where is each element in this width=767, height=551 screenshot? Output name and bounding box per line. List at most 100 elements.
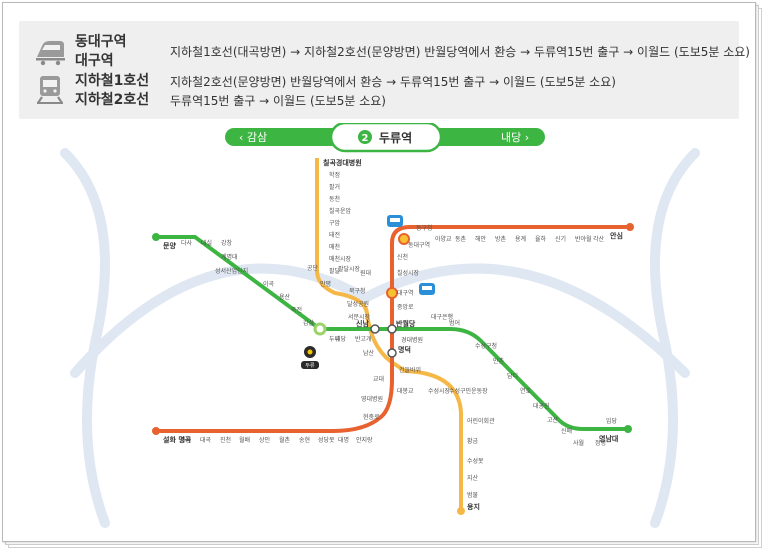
station-label: 수성못 — [467, 457, 484, 465]
station-label: 월배 — [239, 436, 250, 444]
station-label: 남산 — [363, 349, 375, 357]
station-label: 황금 — [467, 437, 479, 445]
station-label: 현충로 — [363, 413, 380, 421]
station-label: 성서산업단지 — [215, 267, 248, 275]
transfer-myeongdeok-marker[interactable] — [387, 348, 397, 358]
terminal-dot — [624, 425, 632, 433]
station-label: 칠성시장 — [397, 269, 420, 277]
station-daegu: 대구역 — [75, 53, 114, 69]
station-label: 만촌 — [493, 357, 505, 365]
daegu-station-marker[interactable] — [386, 287, 398, 299]
station-label: 정평 — [595, 439, 606, 447]
prev-station-link[interactable]: ‹ 감삼 — [239, 131, 267, 144]
current-station-name: 두류역 — [379, 130, 412, 145]
station-label: 팔달시장 — [338, 265, 361, 273]
station-label: 동구청 — [416, 225, 433, 232]
station-label: 동천 — [329, 195, 340, 203]
station-label: 팔거 — [329, 183, 340, 191]
station-label: 수성시장 — [428, 387, 451, 395]
transfer-myeongdeok-label: 명덕 — [398, 345, 411, 354]
station-label: 매천 — [329, 243, 340, 251]
train-icon — [419, 283, 435, 295]
map-background-curves — [60, 148, 700, 528]
duryu-station-marker[interactable] — [313, 322, 327, 336]
station-label: 월촌 — [279, 436, 291, 444]
station-label: 대봉교 — [397, 387, 414, 395]
transfer-banwoldang-marker[interactable] — [387, 324, 397, 334]
station-label: 태전 — [329, 231, 340, 239]
line2-center-station-labels: 내당 반고개 경대병원 — [335, 335, 423, 344]
route-bar: ‹ 감삼 내당 › 2 두류역 — [225, 123, 545, 153]
terminal-dot — [626, 223, 634, 231]
station-label: 임당 — [606, 417, 618, 425]
station-label: 대구역 — [397, 289, 414, 297]
station-label: 연호 — [520, 387, 532, 395]
station-label: 범어 — [449, 319, 460, 327]
station-label: 대명 — [338, 436, 349, 444]
current-station-pill — [329, 123, 443, 153]
directions-info-box: 동대구역 대구역 지하철1호선(대곡방면) → 지하철2호선(문양방면) 반월당… — [19, 21, 750, 119]
station-label: 대구은행 — [431, 313, 453, 321]
station-line2: 지하철2호선 — [75, 92, 150, 108]
station-label: 송현 — [299, 436, 310, 444]
line1-west-terminal-label: 설화 명곡 — [163, 435, 192, 444]
dongdaegu-station-marker[interactable] — [398, 233, 410, 245]
station-label: 동촌 — [455, 235, 467, 243]
terminal-dot — [152, 427, 160, 435]
line3-north-station-labels: 학정팔거동천칠곡운암구암태전매천매천시장팔달공단만평팔달시장원대북구청달성공원서… — [307, 171, 375, 357]
line3-route — [315, 158, 463, 508]
station-label: 해안 — [475, 235, 487, 243]
station-label: 이곡 — [263, 280, 275, 288]
station-label: 수성구청 — [475, 342, 497, 350]
line2-west-terminal-label: 문양 — [163, 241, 176, 250]
station-label: 화원 — [180, 436, 191, 444]
station-label: 원대 — [360, 269, 371, 277]
subway-route-map: ‹ 감삼 내당 › 2 두류역 — [60, 123, 700, 528]
station-label: 신천 — [397, 253, 408, 261]
station-line1: 지하철1호선 — [75, 73, 150, 89]
direction-text-3: 두류역15번 출구 → 이월드 (도보5분 소요) — [170, 94, 386, 108]
station-label: 경대병원 — [401, 336, 423, 344]
transfer-shinnam-marker[interactable] — [370, 324, 380, 334]
station-dongdaegu: 동대구역 — [75, 34, 127, 50]
train-icon — [36, 41, 65, 66]
train-icon — [387, 215, 403, 227]
subway-icon — [37, 76, 63, 104]
station-label: 용계 — [515, 235, 526, 243]
station-label: 용산 — [279, 293, 291, 301]
station-label: 사월 — [573, 439, 584, 447]
station-label: 고산 — [547, 416, 559, 424]
station-label: 아양교 — [435, 235, 452, 243]
station-label: 두류 — [329, 336, 341, 343]
station-label: 내당 — [335, 335, 347, 343]
station-label: 반고개 — [355, 335, 372, 343]
station-label: 구암 — [329, 219, 341, 227]
station-label: 영대병원 — [361, 395, 383, 403]
station-label: 어린이회관 — [467, 417, 495, 425]
station-label: 대공원 — [533, 402, 550, 410]
line2-badge — [358, 130, 372, 144]
station-label: 계명대 — [221, 253, 238, 261]
station-label: 성당못 — [318, 436, 335, 444]
station-label: 방촌 — [495, 235, 507, 243]
station-label: 칠곡운암 — [329, 207, 352, 215]
station-label: 팔달 — [329, 267, 341, 275]
station-label: 대실 — [201, 239, 212, 247]
terminal-markers — [152, 223, 634, 515]
station-label: 담티 — [507, 372, 518, 380]
station-label: 지산 — [467, 474, 479, 482]
transfer-shinnam-label: 신남 — [356, 319, 369, 328]
line3-south-terminal-label: 용지 — [467, 502, 480, 511]
station-label: 상인 — [259, 436, 270, 444]
station-label: 달성공원 — [347, 300, 369, 308]
direction-text-2: 지하철2호선(문양방면) 반월당역에서 환승 → 두류역15번 출구 → 이월드… — [170, 75, 616, 89]
station-label: 중앙로 — [397, 303, 414, 311]
station-label: 공단 — [307, 264, 319, 272]
station-label: 북구청 — [349, 288, 366, 295]
next-station-link[interactable]: 내당 › — [501, 131, 529, 144]
destination-marker[interactable]: 두류 — [301, 346, 319, 369]
